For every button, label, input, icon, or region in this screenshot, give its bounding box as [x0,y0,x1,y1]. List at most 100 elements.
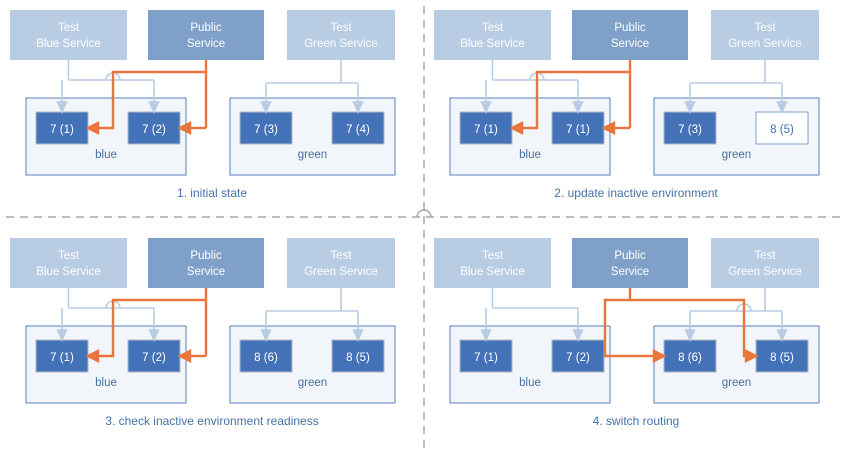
instance-blue-1-box[interactable] [459,339,513,373]
instance-blue-2[interactable]: 7 (1) [551,111,605,145]
test-blue-arrow-2 [572,101,584,114]
instance-blue-2-box[interactable] [551,111,605,145]
test-green-service-label-line2: Green Service [304,266,378,278]
instance-green-2[interactable]: 8 (5) [755,339,809,373]
public-service-label-line2: Service [187,266,225,278]
test-green-arrow-1 [684,329,696,342]
test-green-arrow-2 [352,329,364,342]
test-green-arrow-1 [260,329,272,342]
test-blue-service-label-line2: Blue Service [36,38,101,50]
test-green-service-label-line1: Test [754,250,776,262]
test-blue-service-label-line1: Test [482,22,504,34]
instance-green-1-box[interactable] [239,339,293,373]
routing-arrow-green-1 [652,349,667,363]
panel-1-caption: 1. initial state [177,186,247,200]
test-blue-service-label-line2: Blue Service [36,266,101,278]
public-service-label-line2: Service [611,266,649,278]
instance-blue-1[interactable]: 7 (1) [35,111,89,145]
instance-green-1[interactable]: 7 (3) [663,111,717,145]
test-blue-arrow-1 [480,329,492,342]
routing-arrow-blue-1 [509,121,524,135]
instance-blue-2-label: 7 (2) [566,352,590,364]
instance-blue-2[interactable]: 7 (2) [127,111,181,145]
instance-blue-1[interactable]: 7 (1) [35,339,89,373]
instance-blue-2-box[interactable] [127,339,181,373]
environment-blue-label: blue [95,149,117,161]
instance-green-2-box[interactable] [755,339,809,373]
environment-green-label: green [298,377,327,389]
instance-green-1[interactable]: 8 (6) [239,339,293,373]
instance-green-1-label: 7 (3) [254,124,278,136]
routing-branch-1 [98,70,206,130]
test-green-service-box[interactable] [287,10,395,60]
panel-2-caption: 2. update inactive environment [554,186,718,200]
instance-blue-2-label: 7 (1) [566,124,590,136]
instance-blue-1[interactable]: 7 (1) [459,339,513,373]
instance-green-2[interactable]: 8 (5) [331,339,385,373]
instance-blue-2-label: 7 (2) [142,352,166,364]
instance-green-2-box[interactable] [755,111,809,145]
public-service-box[interactable] [572,238,688,288]
test-green-service-box[interactable] [711,238,819,288]
public-routing [85,288,208,363]
environment-blue-label: blue [95,377,117,389]
test-blue-service-box[interactable] [10,238,127,288]
test-blue-service-box[interactable] [434,10,551,60]
public-routing [85,60,208,135]
test-blue-service-box[interactable] [434,238,551,288]
panel-3-caption: 3. check inactive environment readiness [105,414,318,428]
test-green-service-label-line1: Test [330,250,352,262]
test-blue-arrow-1 [56,329,68,342]
test-blue-service-label-line1: Test [58,250,80,262]
test-blue-service-label-line1: Test [482,250,504,262]
instance-green-1[interactable]: 7 (3) [239,111,293,145]
instance-green-1[interactable]: 8 (6) [663,339,717,373]
test-blue-arrow-1 [480,101,492,114]
public-service-label-line2: Service [187,38,225,50]
instance-blue-1-box[interactable] [35,111,89,145]
test-blue-arrow-2 [572,329,584,342]
public-service-box[interactable] [148,238,264,288]
test-green-arrow-1 [684,101,696,114]
test-green-service-box[interactable] [711,10,819,60]
instance-green-2[interactable]: 8 (5) [755,111,809,145]
environment-green-label: green [722,149,751,161]
public-service-box[interactable] [148,10,264,60]
instance-green-2-box[interactable] [331,339,385,373]
panel-dividers [6,6,842,450]
instance-blue-1[interactable]: 7 (1) [459,111,513,145]
instance-green-2[interactable]: 7 (4) [331,111,385,145]
environment-green-label: green [722,377,751,389]
test-green-arrow-2 [776,329,788,342]
instance-green-2-label: 8 (5) [346,352,370,364]
instance-green-1-box[interactable] [663,339,717,373]
routing-arrow-blue-1 [85,349,100,363]
instance-green-2-label: 8 (5) [770,352,794,364]
test-green-service-label-line2: Green Service [728,38,802,50]
test-blue-service-box[interactable] [10,10,127,60]
test-green-service-label-line1: Test [754,22,776,34]
instance-green-1-box[interactable] [663,111,717,145]
instance-blue-2[interactable]: 7 (2) [127,339,181,373]
test-green-service-box[interactable] [287,238,395,288]
test-connectors [480,288,788,342]
test-green-service-label-line1: Test [330,22,352,34]
instance-blue-2[interactable]: 7 (2) [551,339,605,373]
public-service-box[interactable] [572,10,688,60]
